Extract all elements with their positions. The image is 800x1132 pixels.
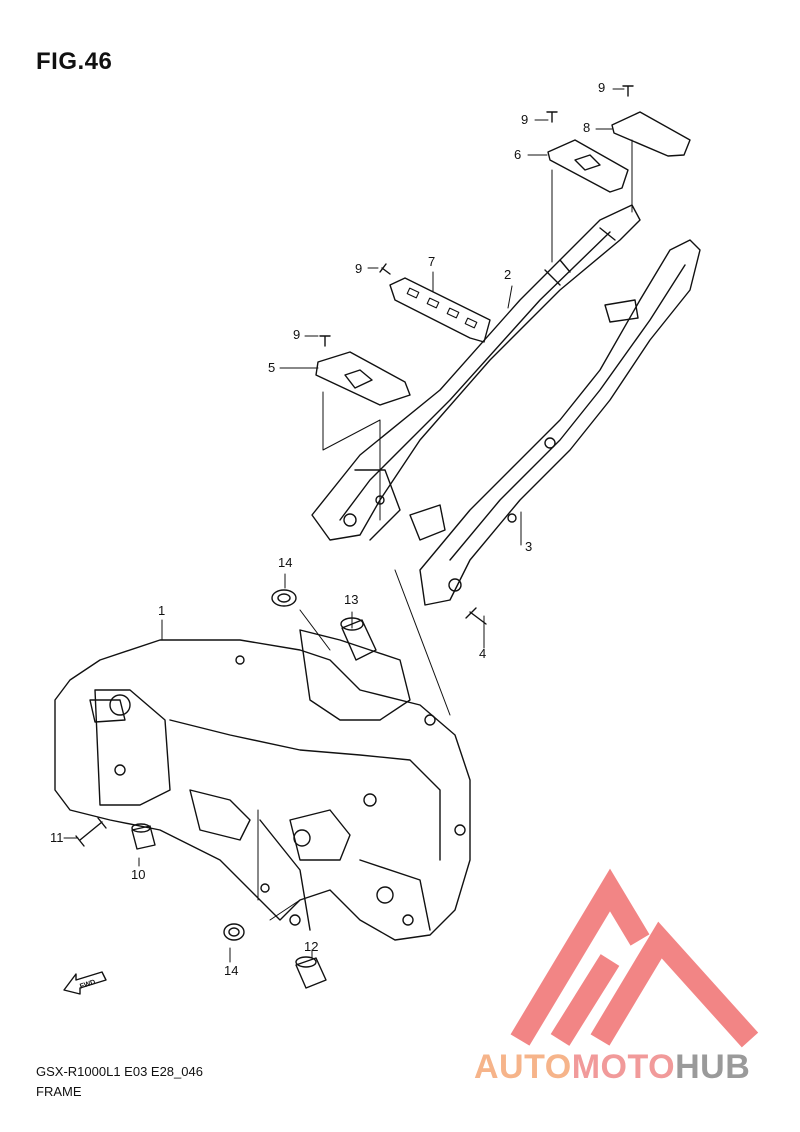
callout-13: 13 [344,592,359,607]
bolts-9 [319,85,634,347]
watermark-auto: AUTO [474,1048,572,1086]
watermark-moto: MOTO [571,1048,676,1086]
watermark-logo [510,868,759,1048]
callout-7: 7 [428,254,436,269]
callout-3: 3 [525,539,533,554]
plate-7 [389,277,491,343]
bracket-5 [315,351,411,406]
diagram-code: GSX-R1000L1 E03 E28_046 [36,1064,203,1079]
diagram-name: FRAME [36,1084,82,1099]
bracket-6 [547,139,629,193]
forward-arrow-icon: FWD [63,971,107,995]
callout-9-second: 9 [521,112,529,127]
bushing-13 [341,619,377,661]
callout-9-third: 9 [355,261,363,276]
forward-label: FWD [79,979,96,991]
main-frame [54,629,471,941]
callout-8: 8 [583,120,591,135]
seat-rail-lower [409,239,701,606]
plate-7-slots [406,287,478,329]
bushing-12 [295,957,327,989]
callout-2: 2 [504,267,512,282]
cap-14-lower [223,923,245,941]
callout-14-lower: 14 [224,963,239,978]
callout-6: 6 [514,147,522,162]
leader-lines [63,88,633,963]
seat-rail-upper [311,204,641,541]
callout-9-fourth: 9 [293,327,301,342]
watermark-hub: HUB [675,1048,751,1086]
callout-12: 12 [304,939,319,954]
bolt-4 [465,607,487,625]
bolt-11 [75,817,107,847]
bracket-8 [611,111,691,157]
watermark-wordmark: AUTOMOTOHUB [474,1048,750,1087]
cap-14-upper [271,589,297,607]
callout-10: 10 [131,867,146,882]
collar-10 [131,825,156,850]
figure-title: FIG.46 [36,48,113,75]
callout-4: 4 [479,646,487,661]
callout-1: 1 [158,603,166,618]
callout-14-upper: 14 [278,555,293,570]
callout-11: 11 [50,830,64,845]
callout-5: 5 [268,360,276,375]
callout-9-top: 9 [598,80,606,95]
